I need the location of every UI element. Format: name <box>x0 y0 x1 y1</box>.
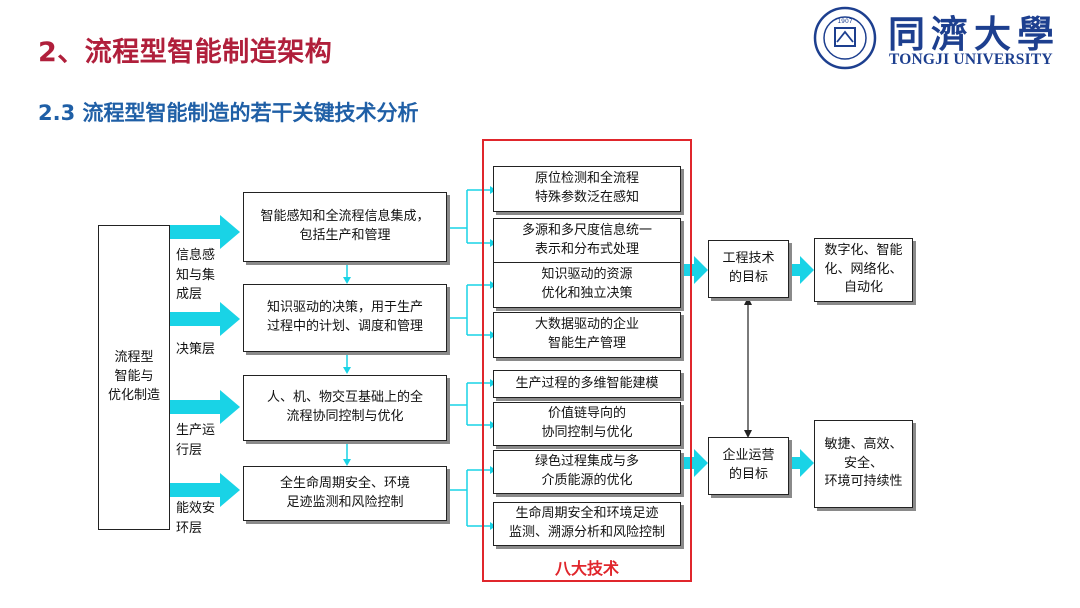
middle-box-decision: 知识驱动的决策，用于生产 过程中的计划、调度和管理 <box>243 284 447 352</box>
arrow-to-goal-2 <box>683 449 708 477</box>
tech-box-1: 原位检测和全流程 特殊参数泛在感知 <box>493 166 681 212</box>
arrow-to-outcome-1 <box>789 256 814 284</box>
arrow-layer-2 <box>170 302 240 336</box>
goal-box-engineering: 工程技术 的目标 <box>708 240 789 298</box>
tech-box-6: 价值链导向的 协同控制与优化 <box>493 402 681 446</box>
tech-box-5: 生产过程的多维智能建模 <box>493 370 681 398</box>
eight-technologies-frame <box>482 139 692 582</box>
middle-box-sensing: 智能感知和全流程信息集成， 包括生产和管理 <box>243 192 447 262</box>
middle-box-lifecycle: 全生命周期安全、环境 足迹监测和风险控制 <box>243 466 447 521</box>
tech-links <box>447 189 490 527</box>
arrow-to-outcome-2 <box>789 449 814 477</box>
tech-box-7: 绿色过程集成与多 介质能源的优化 <box>493 450 681 494</box>
layer-label-operation: 生产运 行层 <box>176 423 216 458</box>
tech-box-2: 多源和多尺度信息统一 表示和分布式处理 <box>493 218 681 264</box>
svg-text:1907: 1907 <box>837 18 852 25</box>
arrow-to-goal-1 <box>683 256 708 284</box>
root-box: 流程型 智能与 优化制造 <box>98 225 170 530</box>
thick-arrows <box>170 215 814 507</box>
middle-box-control: 人、机、物交互基础上的全 流程协同控制与优化 <box>243 375 447 441</box>
arrow-layer-1 <box>170 215 240 249</box>
layer-label-decision: 决策层 <box>176 342 216 357</box>
tech-box-8: 生命周期安全和环境足迹 监测、溯源分析和风险控制 <box>493 502 681 546</box>
tech-box-4: 大数据驱动的企业 智能生产管理 <box>493 312 681 358</box>
layer-label-sensing: 信息感 知与集 成层 <box>176 248 216 302</box>
outcome-box-agile: 敏捷、高效、 安全、 环境可持续性 <box>814 420 913 508</box>
university-seal-icon: 1907 <box>813 6 877 70</box>
arrow-layer-4 <box>170 473 240 507</box>
page-subtitle: 2.3 流程型智能制造的若干关键技术分析 <box>38 101 419 125</box>
university-logo-english: TONGJI UNIVERSITY <box>889 51 1053 68</box>
tech-box-3: 知识驱动的资源 优化和独立决策 <box>493 262 681 308</box>
goal-box-enterprise: 企业运营 的目标 <box>708 437 789 495</box>
eight-technologies-label: 八大技术 <box>554 559 619 578</box>
arrow-layer-3 <box>170 390 240 424</box>
page-title: 2、流程型智能制造架构 <box>38 37 333 68</box>
university-logo-chinese: 同濟大學 <box>888 12 1060 56</box>
layer-label-energy-safety: 能效安 环层 <box>176 501 216 536</box>
outcome-box-digital: 数字化、智能 化、网络化、 自动化 <box>814 238 913 302</box>
